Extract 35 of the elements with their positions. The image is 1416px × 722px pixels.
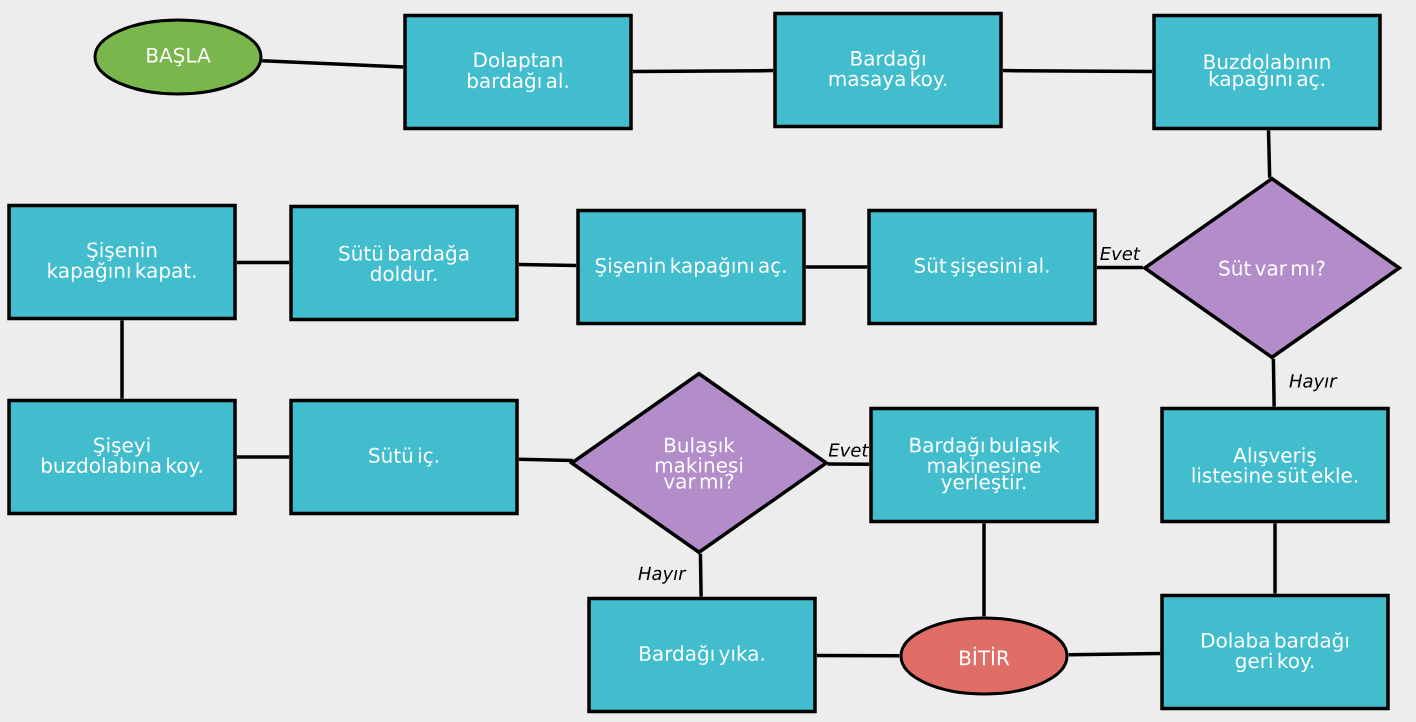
connector-line — [518, 457, 573, 463]
process-box: Alışveriş listesine süt ekle. — [1160, 406, 1390, 524]
process-box: Sütü iç. — [289, 398, 519, 516]
process-box: Bardağı yıka. — [587, 596, 817, 714]
connector-line — [1271, 358, 1276, 407]
process-box: Bardağı masaya koy. — [773, 11, 1003, 129]
connector-line — [1068, 651, 1161, 657]
connector-line — [1002, 68, 1153, 74]
process-box: Şişenin kapağını aç. — [576, 208, 806, 326]
connector-line — [236, 455, 290, 459]
connector-line — [632, 68, 774, 74]
connector-line — [816, 653, 900, 658]
process-box: Sütü bardağa doldur. — [289, 204, 519, 322]
connector-line — [1266, 130, 1272, 178]
process-box: Dolaba bardağı geri koy. — [1160, 593, 1390, 711]
connector-line — [827, 462, 870, 466]
process-box: Şişeyi buzdolabına koy. — [7, 398, 237, 516]
connector-line — [982, 523, 986, 617]
process-box: Bardağı bulaşık makinesine yerleştir. — [869, 406, 1099, 524]
edge-label: Evet — [828, 443, 869, 457]
connector-line — [236, 260, 290, 265]
connector-line — [120, 320, 124, 399]
process-box: Süt şişesini al. — [867, 208, 1097, 326]
connector-line — [805, 265, 868, 269]
edge-label: Hayır — [1289, 374, 1338, 392]
edge-label: Evet — [1100, 246, 1141, 261]
connector-line — [518, 262, 577, 268]
connector-line — [698, 553, 703, 597]
edge-label: Hayır — [638, 566, 687, 584]
process-box: Şişenin kapağını kapat. — [7, 203, 237, 321]
process-box: Buzdolabının kapağını aç. — [1152, 13, 1382, 131]
process-box: Dolaptan bardağı al. — [403, 13, 633, 131]
connector-line — [1096, 265, 1143, 270]
connector-line — [262, 58, 404, 69]
connector-line — [1273, 523, 1277, 594]
